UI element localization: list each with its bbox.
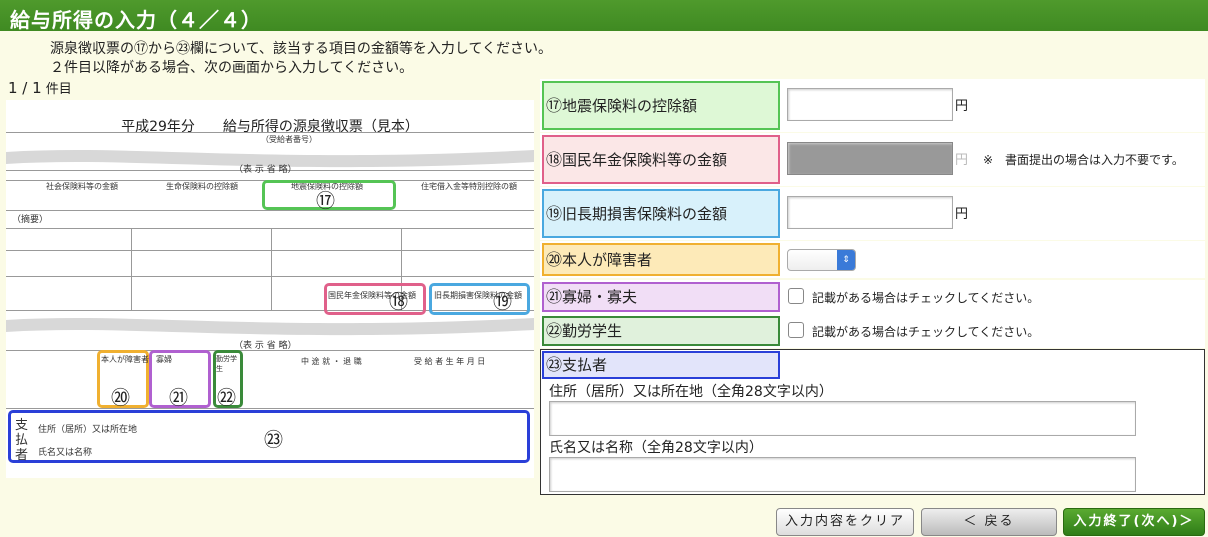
instruction-line-2: ２件目以降がある場合、次の画面から入力してください。 [50, 60, 414, 76]
sample-highlight-23 [8, 410, 530, 463]
record-unit: 件目 [45, 82, 72, 97]
payer-name-input[interactable] [549, 457, 1136, 492]
circle-23: ㉓ [546, 355, 563, 374]
sample-label-shogai: 本人が障害者 [101, 355, 149, 364]
circle-22: ㉒ [546, 321, 563, 340]
sample-label-jishin: 地震保険料の控除額 [291, 182, 363, 191]
circle-19: ⑲ [546, 204, 563, 223]
sample-label-payer: 支払者 [15, 418, 29, 463]
sample-number-19: ⑲ [493, 291, 513, 313]
earthquake-insurance-input[interactable] [787, 88, 953, 121]
sample-number-20: ⑳ [111, 387, 131, 409]
sample-number-23: ㉓ [264, 429, 284, 451]
label-widow: ㉑寡婦・寡夫 [542, 282, 780, 312]
record-fraction: 1 / 1 [8, 79, 42, 97]
row-national-pension: ⑱国民年金保険料等の金額 円 ※ 書面提出の場合は入力不要です。 [540, 133, 1205, 186]
row-earthquake-insurance: ⑰地震保険料の控除額 円 [540, 79, 1205, 132]
working-student-note: 記載がある場合はチェックしてください。 [812, 325, 1040, 339]
payer-name-label: 氏名又は名称（全角28文字以内） [549, 440, 763, 456]
circle-18: ⑱ [546, 150, 563, 169]
label-long-term-insurance: ⑲旧長期損害保険料の金額 [542, 189, 780, 238]
payer-address-input[interactable] [549, 401, 1136, 436]
national-pension-input-disabled [787, 142, 953, 175]
clear-input-button[interactable]: 入力内容をクリア [776, 508, 914, 536]
sample-number-22: ㉒ [217, 387, 237, 409]
sample-highlight-18 [324, 283, 426, 315]
sample-label-chuto: 中 途 就 ・ 退 職 [301, 357, 362, 366]
row-widow: ㉑寡婦・寡夫 記載がある場合はチェックしてください。 [540, 280, 1205, 314]
widow-checkbox[interactable] [788, 288, 804, 304]
yen-18: 円 [955, 153, 969, 168]
sample-label-tekiyo: （摘要） [12, 215, 49, 225]
row-long-term-insurance: ⑲旧長期損害保険料の金額 円 [540, 187, 1205, 240]
circle-21: ㉑ [546, 287, 563, 306]
sample-label-payer-addr: 住所（居所）又は所在地 [38, 425, 138, 435]
sample-label-payer-name: 氏名又は名称 [38, 448, 93, 458]
sample-label-jushin: （受給者番号） [261, 135, 317, 144]
sample-omission-band-2 [6, 318, 534, 336]
sample-highlight-22 [213, 350, 243, 408]
sample-label-seimei: 生命保険料の控除額 [166, 182, 238, 191]
payer-address-label: 住所（居所）又は所在地（全角28文字以内） [549, 384, 833, 400]
page-header: 給与所得の入力（４／４） [0, 0, 1208, 32]
label-earthquake-insurance: ⑰地震保険料の控除額 [542, 81, 780, 130]
yen-19: 円 [955, 207, 969, 222]
label-working-student: ㉒勤労学生 [542, 316, 780, 346]
sample-highlight-19 [429, 283, 530, 315]
yen-17: 円 [955, 99, 969, 114]
sample-number-18: ⑱ [389, 291, 409, 313]
sample-omission-band-1 [6, 150, 534, 168]
row-disabled-person: ⑳本人が障害者 ⇕ [540, 241, 1205, 278]
sample-label-kafu: 寡婦 [156, 355, 172, 364]
sample-highlight-20 [97, 350, 149, 408]
circle-20: ⑳ [546, 250, 563, 269]
circle-17: ⑰ [546, 96, 563, 115]
label-national-pension: ⑱国民年金保険料等の金額 [542, 135, 780, 184]
sample-label-kokumin: 国民年金保険料等の金額 [328, 291, 416, 300]
widow-note: 記載がある場合はチェックしてください。 [812, 291, 1040, 305]
sample-omitted-2: （表 示 省 略） [234, 341, 297, 351]
long-term-insurance-input[interactable] [787, 196, 953, 229]
instruction-line-1: 源泉徴収票の⑰から㉓欄について、該当する項目の金額等を入力してください。 [50, 41, 553, 57]
disabled-person-select[interactable]: ⇕ [787, 249, 856, 271]
sample-highlight-17 [262, 180, 396, 210]
sample-highlight-21 [149, 350, 211, 408]
row-working-student: ㉒勤労学生 記載がある場合はチェックしてください。 [540, 314, 1205, 348]
finish-next-button[interactable]: 入力終了(次へ)＞ [1063, 508, 1205, 536]
back-button[interactable]: ＜ 戻る [921, 508, 1057, 536]
sample-omitted-1: （表 示 省 略） [234, 165, 297, 175]
sample-label-kinro: 勤労学生 [216, 355, 237, 373]
sample-label-kyuchoki: 旧長期損害保険料の金額 [434, 291, 522, 300]
note-18: ※ 書面提出の場合は入力不要です。 [983, 153, 1184, 167]
sample-label-shakai: 社会保険料等の金額 [46, 182, 118, 191]
sample-label-jutaku: 住宅借入金等特別控除の額 [421, 182, 517, 191]
sample-label-birth: 受 給 者 生 年 月 日 [414, 357, 486, 366]
row-payer: ㉓支払者 住所（居所）又は所在地（全角28文字以内） 氏名又は名称（全角28文字… [540, 349, 1205, 495]
sample-withholding-slip: 平成29年分 給与所得の源泉徴収票（見本） （受給者番号） （表 示 省 略） … [6, 100, 534, 478]
sample-number-17: ⑰ [316, 190, 336, 212]
label-disabled-person: ⑳本人が障害者 [542, 243, 780, 276]
sample-title: 平成29年分 給与所得の源泉徴収票（見本） [121, 119, 419, 135]
sample-number-21: ㉑ [169, 387, 189, 409]
select-arrows-icon: ⇕ [837, 250, 855, 270]
label-payer: ㉓支払者 [542, 351, 780, 379]
working-student-checkbox[interactable] [788, 322, 804, 338]
